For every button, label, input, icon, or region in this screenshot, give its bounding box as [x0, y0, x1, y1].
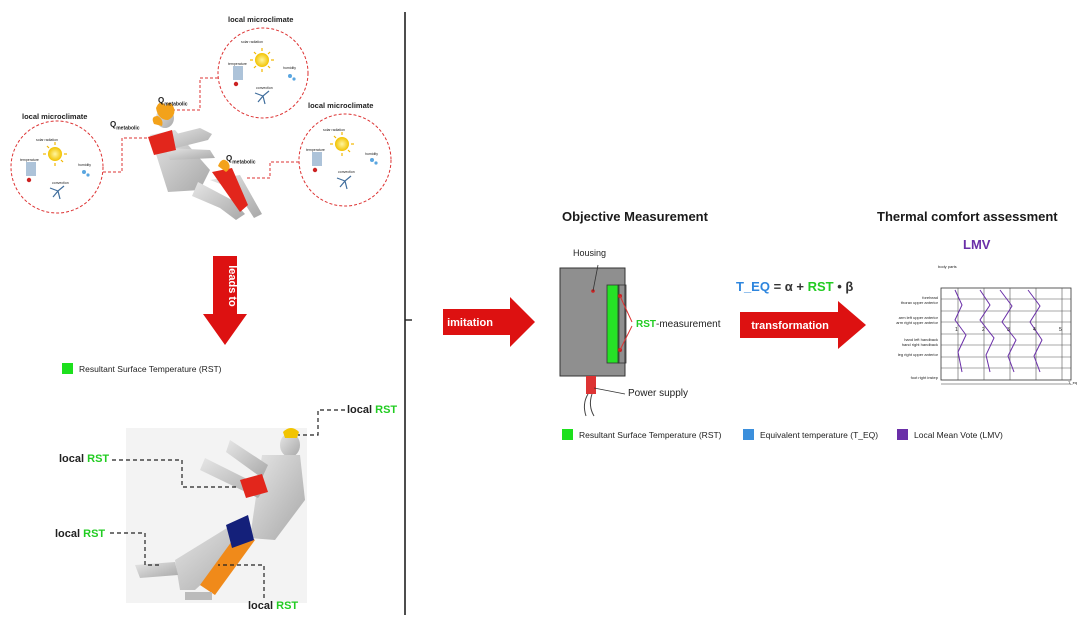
legend-label: Resultant Surface Temperature (RST) — [579, 429, 722, 440]
lmv-row-label: forehead — [922, 295, 938, 300]
teq-equation: T_EQ = α + RST • β — [736, 279, 854, 294]
objective-measurement-title: Objective Measurement — [562, 209, 708, 224]
imitation-label: imitation — [447, 317, 493, 329]
convection-label: convection — [256, 86, 273, 90]
thermometer-icon — [312, 152, 322, 173]
solar-radiation-label: solar radiation — [241, 40, 263, 44]
thermometer-icon — [233, 66, 243, 87]
local-rst-label-thigh: local RST — [55, 528, 106, 540]
lmv-scale-tick: 2 — [982, 327, 985, 333]
legend-item-teq: Equivalent temperature (T_EQ) — [743, 429, 878, 440]
microclimate-circle-right — [298, 113, 392, 207]
lmv-row-label: hand left handback — [904, 337, 938, 342]
legend-item-lmv: Local Mean Vote (LMV) — [897, 429, 1003, 440]
left-rst-legend: Resultant Surface Temperature (RST) — [62, 363, 222, 374]
microclimate-title-top: local microclimate — [228, 15, 294, 24]
lmv-label: LMV — [963, 237, 991, 252]
transformation-label: transformation — [751, 320, 829, 332]
temperature-label: temperature — [20, 158, 39, 162]
power-cable-connector — [586, 376, 596, 394]
rst-measurement-label: RST-measurement — [636, 319, 721, 330]
sun-icon — [43, 142, 67, 166]
lmv-chart — [940, 287, 1072, 385]
thermometer-icon — [26, 162, 36, 183]
microclimate-circle-top — [217, 27, 309, 119]
lmv-row-label: arm right upper anterior — [896, 320, 938, 325]
convection-label: convection — [52, 181, 69, 185]
legend-label: Equivalent temperature (T_EQ) — [760, 429, 879, 440]
lmv-row-label: leg right upper anterior — [897, 352, 938, 357]
power-supply-label: Power supply — [628, 388, 689, 399]
q-metabolic-label: Qmetabolic — [226, 154, 256, 166]
teq-swatch — [743, 429, 754, 440]
rst-swatch — [562, 429, 573, 440]
solar-radiation-label: solar radiation — [36, 138, 58, 142]
rst-legend-label: Resultant Surface Temperature (RST) — [79, 363, 222, 374]
microclimate-circle-left — [10, 120, 104, 214]
body-parts-label: body parts — [938, 264, 957, 269]
lmv-scale-tick: 3 — [1007, 327, 1010, 333]
humidity-label: humidity — [283, 66, 297, 70]
transformation-arrow — [740, 301, 866, 349]
lmv-row-label: hand right handback — [901, 342, 938, 347]
lmv-swatch — [897, 429, 908, 440]
lmv-row-label: thorax upper anterior — [900, 300, 938, 305]
seated-figure-bottom — [135, 428, 305, 600]
thermal-comfort-title: Thermal comfort assessment — [877, 209, 1058, 224]
lmv-scale-tick: 5 — [1059, 327, 1062, 333]
local-rst-label-head: local RST — [347, 404, 398, 416]
lmv-scale-tick: 4 — [1033, 327, 1036, 333]
imitation-arrow — [443, 297, 535, 347]
convection-icon — [49, 90, 352, 200]
microclimate-title-left: local microclimate — [22, 112, 88, 121]
seated-figure-top — [148, 102, 262, 220]
temperature-label: temperature — [306, 148, 325, 152]
q-metabolic-label: Qmetabolic — [158, 96, 188, 108]
temperature-label: temperature — [228, 62, 247, 66]
humidity-icon — [82, 74, 378, 177]
humidity-label: humidity — [365, 152, 379, 156]
lmv-row-label: foot right instep — [910, 375, 938, 380]
q-metabolic-label: Qmetabolic — [110, 120, 140, 132]
lmv-row-label: arm left upper anterior — [898, 315, 938, 320]
rst-sensor-strip — [606, 284, 620, 364]
sun-icon — [250, 48, 274, 72]
sun-icon — [330, 132, 354, 156]
legend-item-rst: Resultant Surface Temperature (RST) — [562, 429, 722, 440]
local-rst-label-leg: local RST — [248, 600, 299, 612]
lmv-curves — [954, 289, 1043, 373]
rst-leader-lines — [110, 409, 345, 598]
microclimate-title-right: local microclimate — [308, 101, 374, 110]
rst-swatch — [62, 363, 73, 374]
local-rst-label-arm: local RST — [59, 453, 110, 465]
convection-label: convection — [338, 170, 355, 174]
connector-lines — [103, 77, 299, 179]
humidity-label: humidity — [78, 163, 92, 167]
solar-radiation-label: solar radiation — [323, 128, 345, 132]
lmv-scale-tick: 1 — [955, 327, 958, 333]
housing-label: Housing — [573, 248, 607, 258]
legend-label: Local Mean Vote (LMV) — [914, 429, 1003, 440]
leads-to-arrow — [203, 256, 247, 345]
leads-to-label: leads to — [226, 265, 238, 307]
lmv-x-axis-label: T_eq — [1068, 380, 1078, 385]
